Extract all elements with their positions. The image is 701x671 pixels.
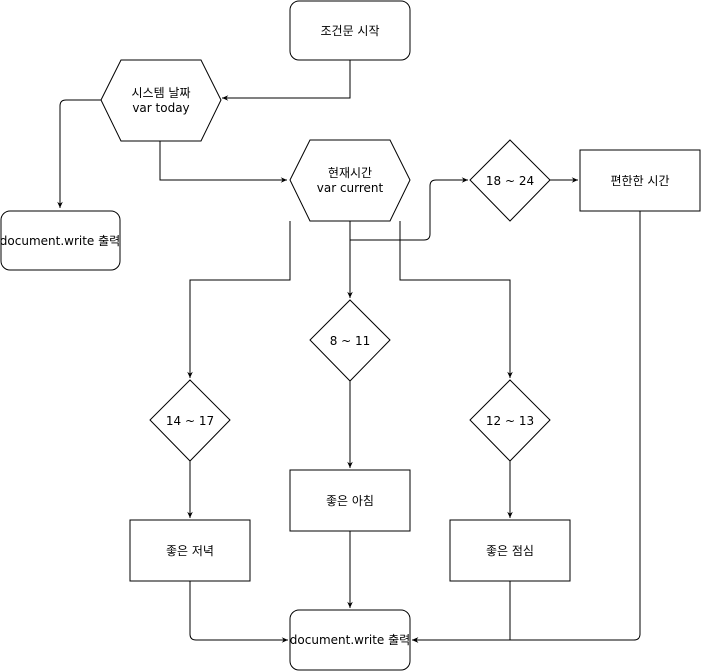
node-range-12-13: 12 ~ 13 xyxy=(469,379,551,462)
node-comfortable-time: 편한한 시간 xyxy=(579,149,701,212)
current-time-label-1: 현재시간 xyxy=(328,166,372,180)
edge-good-lunch-to-output-bottom xyxy=(412,581,511,643)
current-time-label-2: var current xyxy=(317,181,384,195)
good-morning-label: 좋은 아침 xyxy=(326,494,374,508)
node-range-8-11: 8 ~ 11 xyxy=(309,299,391,382)
range-12-13-label: 12 ~ 13 xyxy=(486,414,534,428)
start-label: 조건문 시작 xyxy=(320,24,379,38)
edge-system-date-to-output-top xyxy=(57,99,101,208)
output-top-label: document.write 출력 xyxy=(0,234,120,248)
node-start: 조건문 시작 xyxy=(289,0,411,61)
node-range-18-24: 18 ~ 24 xyxy=(469,139,551,222)
edge-start-to-system-date xyxy=(222,60,351,101)
system-date-label-1: 시스템 날짜 xyxy=(131,86,190,100)
edge-system-date-to-current-time xyxy=(159,141,287,183)
edges xyxy=(57,60,641,643)
range-14-17-label: 14 ~ 17 xyxy=(166,414,214,428)
range-18-24-label: 18 ~ 24 xyxy=(486,174,534,188)
node-current-time: 현재시간 var current xyxy=(289,139,411,222)
edge-comfortable-to-output-bottom xyxy=(412,211,641,643)
good-lunch-label: 좋은 점심 xyxy=(486,544,534,558)
node-good-evening: 좋은 저녁 xyxy=(129,519,251,582)
edge-current-to-range-14-17 xyxy=(187,221,291,378)
system-date-label-2: var today xyxy=(132,101,189,115)
edge-current-to-range-12-13 xyxy=(399,221,513,378)
node-output-top: document.write 출력 xyxy=(0,210,121,271)
node-range-14-17: 14 ~ 17 xyxy=(149,379,231,462)
comfortable-time-label: 편한한 시간 xyxy=(610,174,669,188)
node-output-bottom: document.write 출력 xyxy=(289,609,411,671)
node-good-morning: 좋은 아침 xyxy=(289,469,411,532)
edge-current-to-range-18-24 xyxy=(349,177,468,241)
range-8-11-label: 8 ~ 11 xyxy=(330,334,371,348)
node-good-lunch: 좋은 점심 xyxy=(449,519,571,582)
good-evening-label: 좋은 저녁 xyxy=(166,544,214,558)
edge-good-evening-to-output-bottom xyxy=(189,581,288,643)
node-system-date: 시스템 날짜 var today xyxy=(100,59,222,142)
output-bottom-label: document.write 출력 xyxy=(290,633,410,647)
